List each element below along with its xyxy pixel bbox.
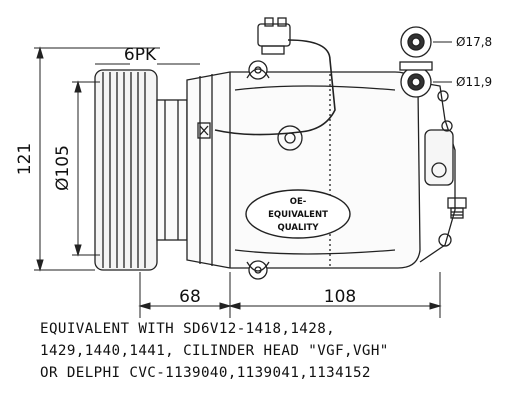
- height-label: 121: [15, 143, 35, 175]
- note-line-2: 1429,1440,1441, CILINDER HEAD "VGF,VGH": [40, 343, 389, 359]
- pulley: [94, 69, 188, 271]
- front-length-label: 68: [179, 287, 201, 307]
- compressor-drawing: 6PK 121 Ø105 68 108 Ø17,8 Ø11,9 OE- EQUI…: [15, 17, 492, 318]
- belt-label: 6PK: [124, 45, 157, 65]
- note-line-3: OR DELPHI CVC-1139040,1139041,1134152: [40, 365, 371, 381]
- badge-line-2: EQUIVALENT: [268, 210, 328, 220]
- pulley-diameter-label: Ø105: [53, 145, 73, 191]
- badge-line-1: OE-: [290, 197, 307, 207]
- badge-line-3: QUALITY: [278, 223, 320, 233]
- note-line-1: EQUIVALENT WITH SD6V12-1418,1428,: [40, 321, 336, 337]
- compressor-body: [186, 60, 467, 280]
- port-small-label: Ø11,9: [456, 75, 492, 89]
- port-fittings: [399, 26, 452, 98]
- dimension-lines: [34, 46, 442, 318]
- port-large-label: Ø17,8: [456, 35, 492, 49]
- equivalence-note: EQUIVALENT WITH SD6V12-1418,1428, 1429,1…: [40, 318, 505, 384]
- body-length-label: 108: [324, 287, 356, 307]
- electrical-connector: [214, 17, 336, 136]
- badge-ellipse: [245, 189, 351, 239]
